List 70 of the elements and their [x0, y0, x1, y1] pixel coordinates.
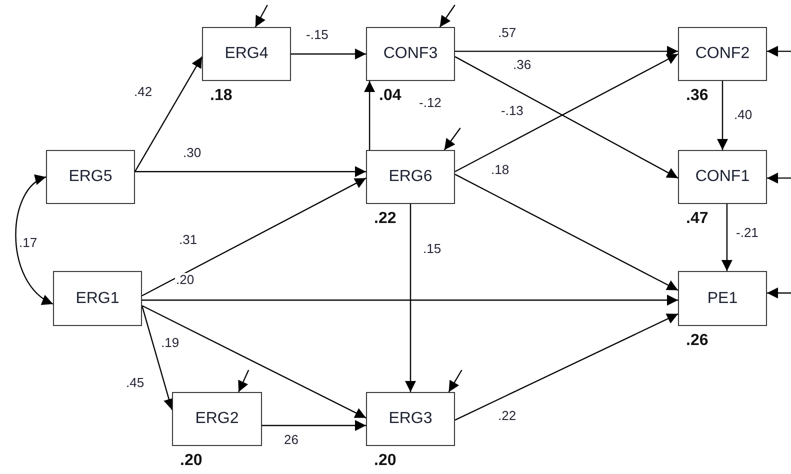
- variable-box: [53, 271, 142, 326]
- path-arrow: [291, 48, 366, 60]
- variable-box: [678, 27, 767, 81]
- edge-label: .40: [733, 108, 754, 122]
- r-squared-value: .04: [379, 87, 402, 105]
- path-arrow: [134, 56, 203, 172]
- edge-label: .42: [133, 85, 154, 99]
- edge-label: 26: [283, 433, 300, 447]
- variable-box: [678, 271, 767, 326]
- edge-label: -.12: [418, 96, 442, 110]
- error-arrow: [767, 46, 791, 57]
- edge-label: .15: [422, 242, 442, 256]
- path-arrow: [405, 204, 416, 392]
- variable-name: CONF3: [383, 45, 438, 63]
- error-arrow: [444, 128, 461, 150]
- r-squared-value: .36: [686, 87, 708, 105]
- variable-box: [678, 150, 767, 204]
- variable-name: ERG1: [76, 290, 120, 308]
- variable-name: ERG4: [224, 45, 268, 63]
- r-squared-value: .20: [374, 452, 396, 470]
- variable-box: [366, 150, 455, 204]
- r-squared-value: .20: [180, 452, 202, 470]
- error-arrow: [238, 370, 250, 392]
- r-squared-value: .18: [210, 87, 232, 105]
- path-arrow: [364, 81, 376, 150]
- edge-label: .22: [497, 409, 518, 423]
- edge-label: .36: [512, 58, 532, 72]
- path-arrow: [135, 166, 366, 178]
- variable-box: [366, 392, 455, 446]
- variable-name: PE1: [707, 290, 738, 308]
- path-arrow: [262, 420, 366, 431]
- path-arrow: [142, 178, 366, 296]
- path-arrow: [454, 313, 678, 421]
- path-arrow: [454, 174, 678, 291]
- path-arrow: [721, 204, 732, 271]
- error-arrow: [767, 288, 791, 298]
- error-arrow: [254, 4, 268, 28]
- edge-label: .20: [175, 273, 196, 287]
- edge-label: -.15: [305, 28, 330, 42]
- covariance-arrow: [15, 176, 54, 305]
- error-arrow: [767, 172, 791, 184]
- variable-name: ERG2: [195, 410, 239, 428]
- edge-label: .57: [497, 26, 518, 40]
- variable-box: [172, 392, 262, 446]
- variable-box: [202, 27, 291, 81]
- edge-label: -.13: [500, 104, 524, 118]
- variable-name: CONF2: [695, 45, 750, 63]
- edge-label: .17: [18, 236, 38, 250]
- path-arrow: [455, 46, 678, 57]
- r-squared-value: .26: [686, 332, 708, 350]
- variable-name: CONF1: [695, 168, 750, 186]
- variable-name: ERG6: [388, 168, 432, 186]
- path-arrow: [142, 294, 678, 306]
- variable-name: ERG3: [388, 410, 432, 428]
- path-arrow: [142, 305, 366, 418]
- edge-label: .30: [182, 146, 202, 160]
- r-squared-value: .22: [374, 210, 396, 228]
- edge-label: .18: [490, 163, 510, 177]
- variable-name: ERG5: [68, 168, 112, 186]
- path-arrow: [141, 305, 174, 410]
- edge-label: -.21: [735, 226, 760, 240]
- edge-label: .31: [178, 233, 198, 247]
- variable-box: [46, 150, 135, 204]
- r-squared-value: .47: [686, 210, 708, 228]
- path-arrow: [717, 81, 728, 150]
- edge-label: .19: [160, 336, 180, 350]
- edge-label: .45: [125, 376, 146, 390]
- error-arrow: [439, 4, 456, 28]
- error-arrow: [448, 370, 462, 392]
- variable-box: [366, 27, 455, 81]
